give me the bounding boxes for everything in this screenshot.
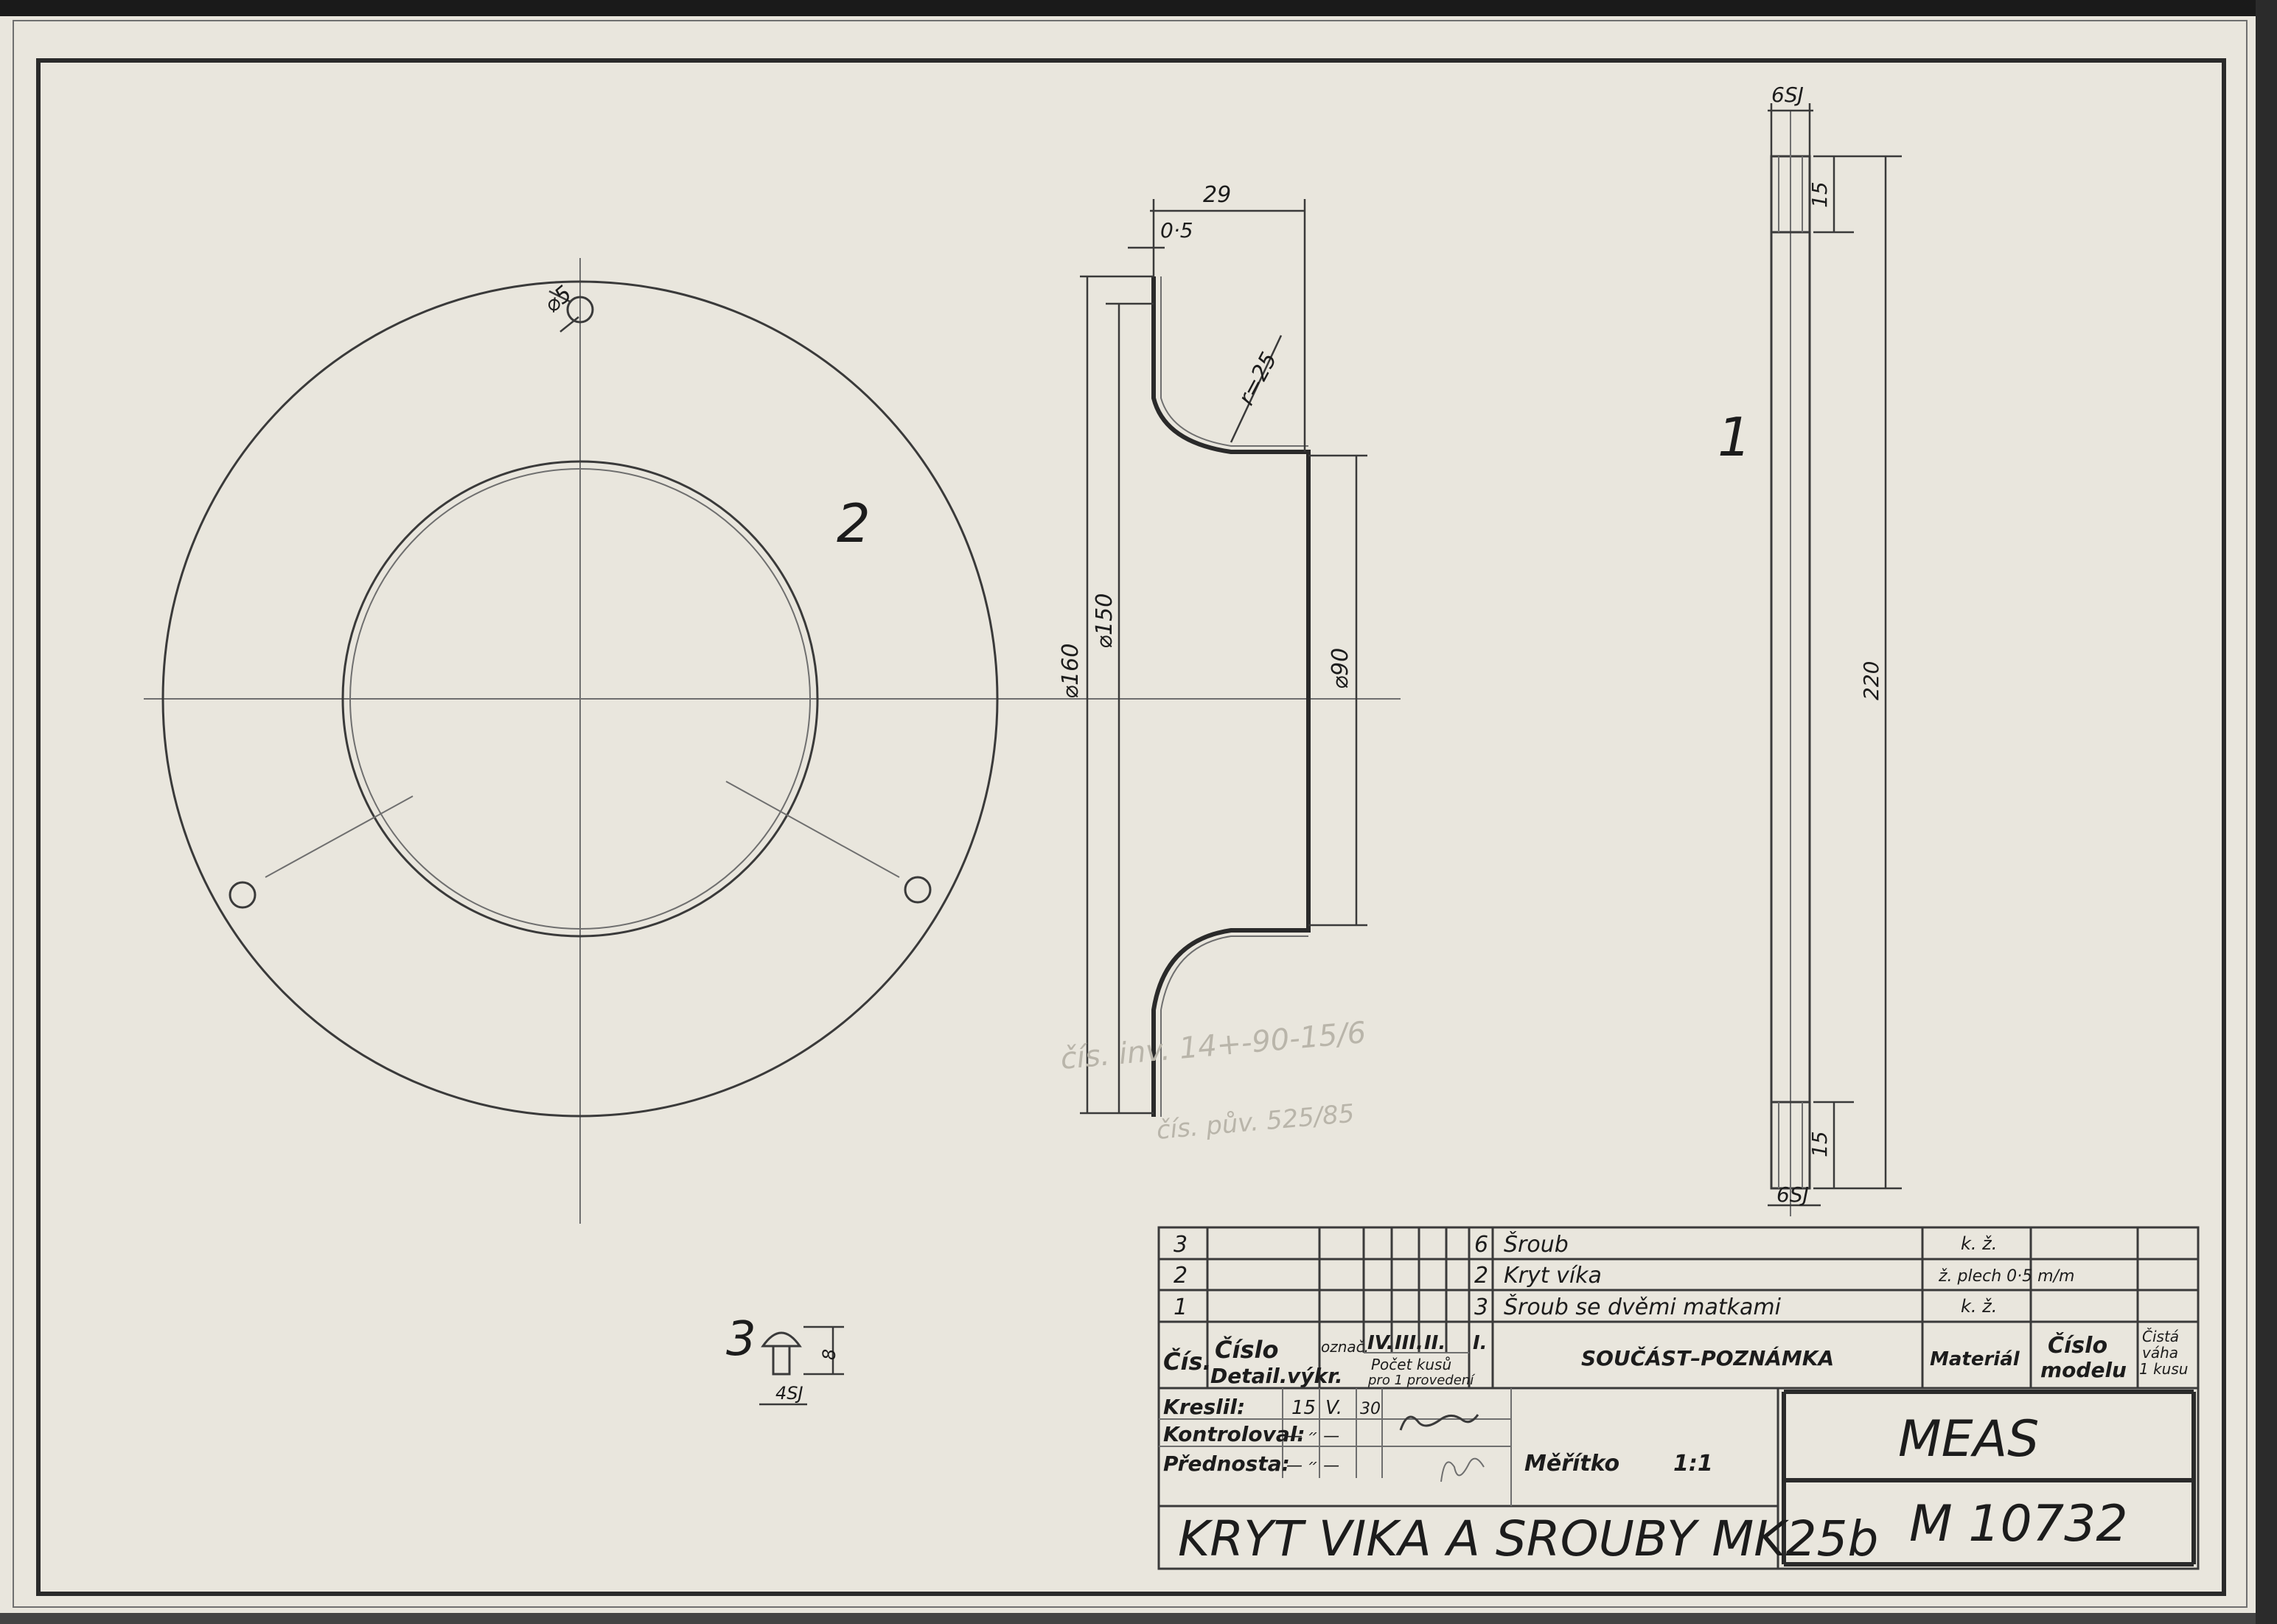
meritko-label: Měřítko [1524, 1451, 1619, 1477]
inner-frame [36, 58, 2226, 1596]
header-vaha-3: 1 kusu [2139, 1360, 2188, 1378]
row-name: Kryt víka [1504, 1263, 1602, 1289]
header-cis: Čís. [1163, 1347, 1212, 1376]
dim-length-220: 220 [1859, 661, 1883, 700]
part-number-2: 2 [837, 492, 871, 554]
header-vaha-2: váha [2142, 1344, 2178, 1362]
dim-small-len: 8 [819, 1349, 840, 1360]
prednosta-signature [1440, 1457, 1485, 1482]
header-oznac: označ. [1321, 1338, 1369, 1356]
drawing-title: KRYT VIKA A SROUBY MK25b [1178, 1510, 1878, 1567]
kreslil-month: V. [1325, 1397, 1342, 1419]
row-name: Šroub se dvěmi matkami [1504, 1293, 1782, 1320]
header-pocet-2: pro 1 provedení [1367, 1373, 1476, 1388]
paper-edge-shadow [0, 0, 2277, 16]
part-3-screw: 3 8 4SJ [726, 1312, 844, 1406]
header-soucast: SOUČÁST–POZNÁMKA [1581, 1345, 1834, 1370]
paper-bottom-shadow [0, 1613, 2277, 1624]
part-number-3: 3 [726, 1312, 756, 1367]
drawing-number: M 10732 [1909, 1495, 2128, 1553]
header-cislo: Číslo [1215, 1335, 1278, 1364]
row-material: k. ž. [1961, 1233, 1997, 1254]
kreslil-signature [1399, 1414, 1479, 1431]
dim-small-thread: 4SJ [775, 1383, 803, 1404]
prednosta-label: Přednosta: [1163, 1452, 1290, 1476]
row-cis: 2 [1174, 1263, 1188, 1289]
outer-frame [13, 20, 2248, 1608]
row-name: Šroub [1504, 1230, 1569, 1258]
dim-thread-bottom: 6SJ [1776, 1182, 1809, 1207]
dim-end-bottom: 15 [1807, 1131, 1832, 1157]
part-number-1: 1 [1718, 406, 1751, 468]
dim-width-29: 29 [1203, 182, 1231, 208]
row-material: k. ž. [1961, 1296, 1997, 1317]
row-qty: 3 [1474, 1294, 1488, 1320]
meritko-value: 1:1 [1673, 1451, 1713, 1477]
header-material: Materiál [1930, 1348, 2020, 1370]
title-block: Kreslil: 15 V. 30 Kontroloval: — ״ — Pře… [1157, 1387, 2200, 1570]
header-col-iv: IV. [1367, 1332, 1394, 1354]
row-cis: 1 [1174, 1294, 1188, 1320]
kreslil-label: Kreslil: [1163, 1395, 1245, 1419]
dim-dia-160: ⌀160 [1058, 644, 1084, 699]
company-name: MEAS [1898, 1410, 2039, 1468]
header-detail: Detail. [1210, 1364, 1287, 1388]
kontroloval-vals: — ״ — [1286, 1427, 1339, 1446]
kreslil-year: 30 [1360, 1400, 1381, 1418]
row-cis: 3 [1174, 1232, 1188, 1258]
kontroloval-label: Kontroloval: [1163, 1422, 1305, 1446]
prednosta-vals: — ״ — [1286, 1457, 1339, 1475]
part-2-section-view: 29 0·5 r=25 ⌀160 ⌀150 ⌀90 [1010, 182, 1401, 1117]
header-col-iii: III. [1395, 1332, 1423, 1354]
header-cislo-modelu-2: modelu [2040, 1358, 2127, 1382]
header-vaha-1: Čistá [2142, 1328, 2179, 1345]
dim-thickness-0-5: 0·5 [1160, 218, 1193, 243]
header-cislo-modelu-1: Číslo [2048, 1331, 2107, 1359]
kreslil-day: 15 [1291, 1397, 1316, 1419]
part-1-screw: 6SJ 6SJ 15 15 220 1 [1718, 83, 1902, 1216]
dim-end-top: 15 [1807, 181, 1832, 208]
header-col-i: I. [1473, 1332, 1488, 1354]
row-qty: 6 [1474, 1232, 1488, 1258]
row-material: ž. plech 0·5 m/m [1938, 1267, 2074, 1286]
dim-dia-90: ⌀90 [1328, 648, 1353, 689]
header-col-ii: II. [1424, 1332, 1446, 1354]
header-pocet-1: Počet kusů [1371, 1356, 1451, 1373]
row-qty: 2 [1474, 1263, 1488, 1289]
paper-right-shadow [2256, 0, 2277, 1624]
header-vykr: výkr. [1287, 1364, 1343, 1388]
dim-thread-top: 6SJ [1771, 83, 1804, 107]
dim-dia-150: ⌀150 [1092, 593, 1117, 649]
